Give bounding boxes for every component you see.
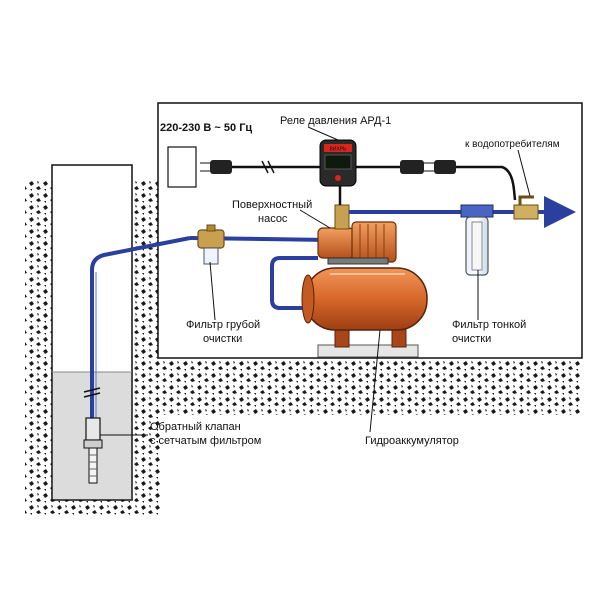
plug-icon — [400, 160, 434, 174]
fine-filter-label-1: Фильтр тонкой — [452, 319, 526, 331]
accumulator-tank — [301, 267, 428, 358]
check-valve-label-1: Обратный клапан — [150, 421, 241, 433]
check-valve-label-2: с сетчатым фильтром — [150, 435, 261, 447]
check-valve — [83, 417, 103, 484]
pressure-relay-label: Реле давления АРД-1 — [280, 115, 391, 127]
pressure-relay: ВИХРЬ — [319, 139, 357, 187]
power-socket — [167, 146, 197, 188]
coarse-filter-label-2: очистки — [203, 333, 242, 345]
plug-icon — [434, 160, 456, 174]
surface-pump-label-1: Поверхностный — [232, 199, 312, 211]
plug-icon — [200, 160, 232, 174]
coarse-filter — [189, 224, 331, 265]
power-supply-label: 220-230 В ~ 50 Гц — [160, 122, 252, 134]
accumulator-label: Гидроаккумулятор — [365, 435, 459, 447]
consumer-valve — [513, 195, 539, 220]
power-cable — [232, 160, 517, 205]
relay-brand: ВИХРЬ — [330, 147, 348, 153]
fine-filter — [460, 204, 494, 276]
coarse-filter-label-1: Фильтр грубой — [186, 319, 260, 331]
surface-pump-label-2: насос — [258, 213, 288, 225]
suction-pipe — [83, 236, 191, 420]
ground-soil — [25, 180, 582, 515]
leader-lines — [100, 126, 531, 436]
consumers-label: к водопотребителям — [465, 138, 560, 150]
fine-filter-label-2: очистки — [452, 333, 491, 345]
surface-pump — [317, 204, 397, 265]
tank-pipe — [270, 256, 318, 310]
